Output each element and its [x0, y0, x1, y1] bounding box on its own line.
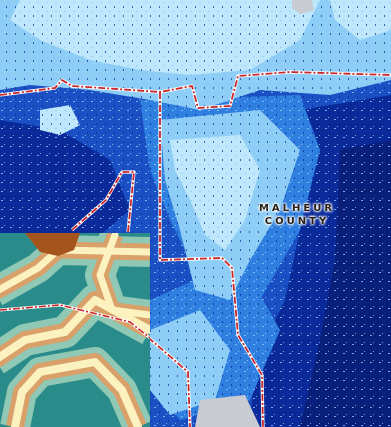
- county-label-line1: MALHEUR: [258, 203, 336, 214]
- county-label: MALHEUR COUNTY: [252, 202, 342, 228]
- inset-terrain-panel: [0, 233, 150, 427]
- nodata-patch-top: [292, 0, 314, 14]
- county-label-line2: COUNTY: [264, 216, 330, 227]
- nodata-patch-bottom: [195, 395, 260, 427]
